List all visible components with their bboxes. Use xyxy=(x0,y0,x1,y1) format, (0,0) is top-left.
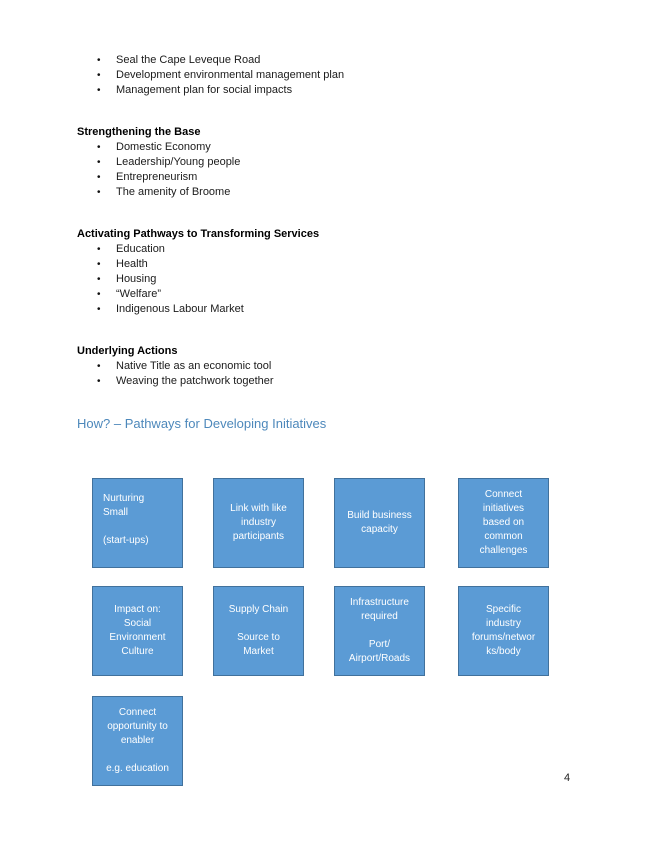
list-item: • Development environmental management pl… xyxy=(97,68,592,83)
how-pathways-heading: How? – Pathways for Developing Initiativ… xyxy=(77,416,327,431)
diagram-box-specific-industry-forums: Specific industry forums/networ ks/body xyxy=(458,586,549,676)
list-item: • Management plan for social impacts xyxy=(97,83,592,98)
list-item-text: Education xyxy=(116,243,165,255)
section-heading-underlying-actions: Underlying Actions xyxy=(77,345,178,357)
list-item-text: Entrepreneurism xyxy=(116,171,198,183)
list-item-text: Weaving the patchwork together xyxy=(116,375,274,387)
bullet-icon: • xyxy=(97,244,101,255)
list-item: • Health xyxy=(97,257,592,272)
bullet-icon: • xyxy=(97,70,101,81)
bullet-icon: • xyxy=(97,187,101,198)
diagram-box-impact-on: Impact on: Social Environment Culture xyxy=(92,586,183,676)
list-item-text: Housing xyxy=(116,273,157,285)
list-item: • Native Title as an economic tool xyxy=(97,359,592,374)
diagram-box-connect-opportunity: Connect opportunity to enabler e.g. educ… xyxy=(92,696,183,786)
bullet-icon: • xyxy=(97,289,101,300)
bullet-icon: • xyxy=(97,55,101,66)
list-item-text: Seal the Cape Leveque Road xyxy=(116,54,261,66)
list-item-text: “Welfare” xyxy=(116,288,162,300)
list-item: • Weaving the patchwork together xyxy=(97,374,592,389)
bullet-icon: • xyxy=(97,142,101,153)
list-item: • Education xyxy=(97,242,592,257)
list-item-text: The amenity of Broome xyxy=(116,186,231,198)
list-item-text: Native Title as an economic tool xyxy=(116,360,272,372)
diagram-box-build-business-capacity: Build business capacity xyxy=(334,478,425,568)
bullet-list-activating: • Education • Health • Housing • “Welfare” •… xyxy=(77,242,592,317)
list-item: • The amenity of Broome xyxy=(97,185,592,200)
diagram-box-supply-chain: Supply Chain Source to Market xyxy=(213,586,304,676)
list-item-text: Management plan for social impacts xyxy=(116,84,293,96)
list-item: • Domestic Economy xyxy=(97,140,592,155)
bullet-icon: • xyxy=(97,172,101,183)
list-item-text: Domestic Economy xyxy=(116,141,211,153)
list-item-text: Development environmental management pla… xyxy=(116,69,345,81)
list-item-text: Leadership/Young people xyxy=(116,156,241,168)
bullet-icon: • xyxy=(97,274,101,285)
list-item: • “Welfare” xyxy=(97,287,592,302)
list-item-text: Indigenous Labour Market xyxy=(116,303,244,315)
section-heading-strengthening-the-base: Strengthening the Base xyxy=(77,126,201,138)
diagram-box-nurturing-small: Nurturing Small (start-ups) xyxy=(92,478,183,568)
diagram-box-connect-initiatives: Connect initiatives based on common chal… xyxy=(458,478,549,568)
page-number: 4 xyxy=(564,772,571,784)
bullet-icon: • xyxy=(97,85,101,96)
list-item-text: Health xyxy=(116,258,148,270)
initiatives-diagram: Nurturing Small (start-ups) Link with li… xyxy=(0,478,652,786)
bullet-list-strengthening: • Domestic Economy • Leadership/Young peop… xyxy=(77,140,592,200)
list-item: • Entrepreneurism xyxy=(97,170,592,185)
diagram-box-infrastructure-required: Infrastructure required Port/ Airport/Ro… xyxy=(334,586,425,676)
bullet-list-underlying: • Native Title as an economic tool • Weavi… xyxy=(77,359,592,389)
diagram-box-link-with-like-industry: Link with like industry participants xyxy=(213,478,304,568)
bullet-icon: • xyxy=(97,157,101,168)
bullet-icon: • xyxy=(97,361,101,372)
list-item: • Leadership/Young people xyxy=(97,155,592,170)
list-item: • Seal the Cape Leveque Road xyxy=(97,53,592,68)
list-item: • Housing xyxy=(97,272,592,287)
bullet-icon: • xyxy=(97,376,101,387)
bullet-icon: • xyxy=(97,259,101,270)
bullet-icon: • xyxy=(97,304,101,315)
section-heading-activating-pathways: Activating Pathways to Transforming Serv… xyxy=(77,228,320,240)
bullet-list-intro: • Seal the Cape Leveque Road • Development… xyxy=(77,53,592,98)
list-item: • Indigenous Labour Market xyxy=(97,302,592,317)
